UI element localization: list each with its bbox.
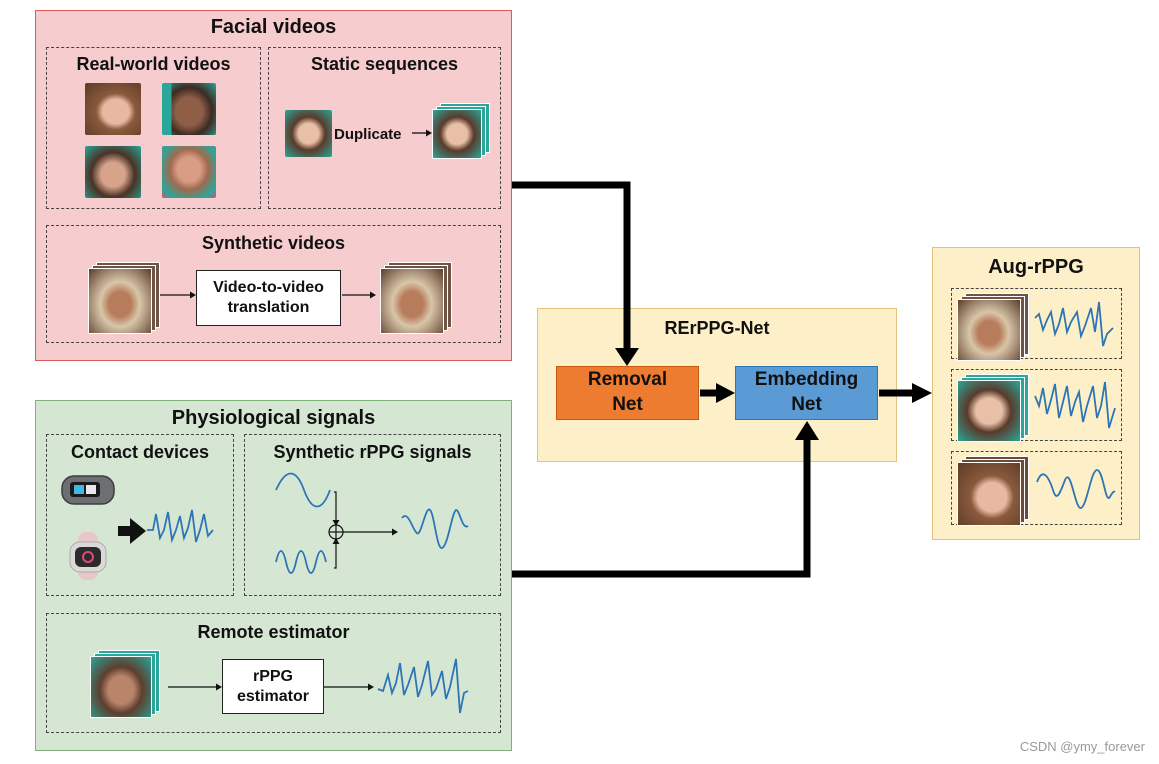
thick-arrow-icon (118, 518, 146, 544)
arrow (168, 683, 222, 691)
face-image (162, 83, 216, 135)
remote-estimator-title: Remote estimator (197, 622, 350, 642)
face-image (285, 110, 332, 157)
face-image (162, 146, 216, 198)
smart-watch-icon (69, 532, 107, 580)
embedding-net-line2: Net (791, 394, 822, 415)
aug-sample-row (951, 369, 1122, 441)
aug-sample-row (951, 451, 1122, 525)
removal-net-box: Removal Net (556, 366, 699, 420)
embedding-net-box: Embedding Net (735, 366, 878, 420)
rppg-estimator-line2: estimator (236, 687, 310, 705)
face-image (85, 83, 141, 135)
video-to-video-line1: Video-to-video (213, 279, 324, 296)
static-sequences-title: Static sequences (310, 54, 459, 74)
video-to-video-translation-box: Video-to-video translation (196, 270, 341, 326)
real-world-videos-title: Real-world videos (76, 54, 231, 74)
synthetic-videos-box (46, 225, 501, 343)
physiological-signals-title: Physiological signals (171, 407, 376, 429)
static-sequences-box (268, 47, 501, 209)
contact-devices-box (46, 434, 234, 596)
pulse-oximeter-icon (61, 475, 115, 505)
contact-signal-icon (147, 509, 214, 544)
video-to-video-line2: translation (227, 299, 310, 316)
estimated-signal-icon (377, 658, 469, 714)
synthetic-signal-mixer-diagram (275, 472, 469, 574)
face-stack-image (380, 262, 452, 334)
removal-net-line1: Removal (587, 369, 668, 391)
aug-signal-icon (1036, 469, 1116, 509)
face-stack-image (957, 456, 1029, 526)
face-stack-image (432, 103, 490, 159)
remote-estimator-box (46, 613, 501, 733)
synthetic-videos-title: Synthetic videos (201, 233, 346, 253)
synthetic-rppg-signals-box (244, 434, 501, 596)
duplicate-arrow (412, 129, 432, 137)
real-world-videos-box (46, 47, 261, 209)
removal-net-line2: Net (612, 394, 643, 415)
face-stack-image (957, 293, 1029, 361)
arrow (324, 683, 374, 691)
arrow (160, 291, 196, 299)
duplicate-label: Duplicate (334, 126, 402, 143)
face-stack-image (90, 650, 160, 718)
rppg-estimator-box: rPPG estimator (222, 659, 324, 714)
rppg-estimator-line1: rPPG (252, 667, 293, 685)
arrow (342, 291, 376, 299)
face-image (85, 146, 141, 198)
aug-rppg-title: Aug-rPPG (988, 256, 1084, 278)
contact-devices-title: Contact devices (70, 442, 210, 462)
face-stack-image (88, 262, 160, 334)
aug-signal-icon (1034, 301, 1114, 347)
aug-signal-icon (1034, 381, 1116, 429)
rerppg-net-title: RErPPG-Net (664, 318, 770, 338)
embedding-net-line1: Embedding (754, 369, 859, 391)
synthetic-rppg-signals-title: Synthetic rPPG signals (273, 442, 472, 462)
face-stack-image (957, 374, 1029, 442)
watermark: CSDN @ymy_forever (1019, 739, 1145, 754)
facial-videos-title: Facial videos (210, 16, 337, 38)
aug-sample-row (951, 288, 1122, 359)
